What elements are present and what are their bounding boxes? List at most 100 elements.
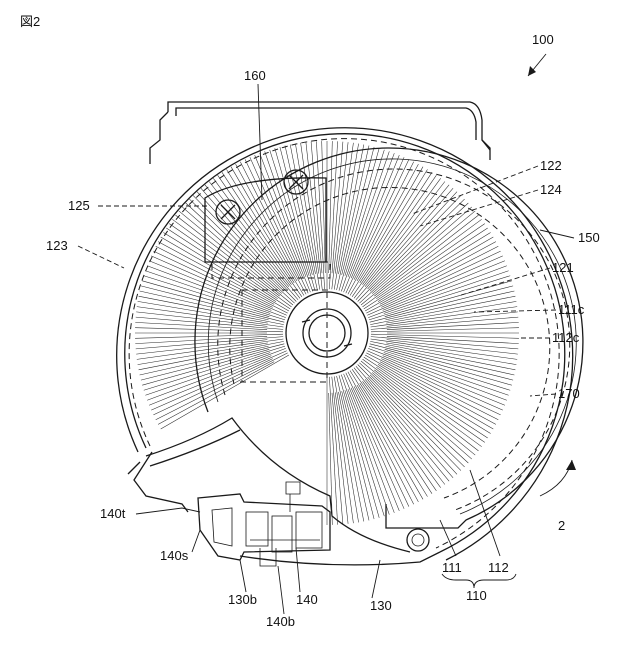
fin-line <box>363 178 441 284</box>
screw-left <box>216 200 240 224</box>
fin-line <box>142 281 269 317</box>
fin-line <box>363 359 482 447</box>
fin-line <box>352 175 436 297</box>
fin-line <box>136 337 284 349</box>
fin-line <box>218 175 302 297</box>
fin-line <box>339 145 364 275</box>
fin-line <box>371 334 519 338</box>
fin-line <box>387 322 519 329</box>
fin-line <box>386 346 515 375</box>
fin-line <box>339 392 364 522</box>
mounting-hole <box>407 529 429 551</box>
fin-line <box>359 363 468 463</box>
fin-line <box>329 141 333 273</box>
rotation-arrow <box>540 460 576 496</box>
fin-line <box>363 381 441 487</box>
ref-130: 130 <box>370 598 392 613</box>
fin-line <box>332 393 343 525</box>
ref-121: 121 <box>552 260 574 275</box>
fin-line <box>135 334 283 338</box>
ref-140s: 140s <box>160 548 189 563</box>
fin-line <box>386 301 516 323</box>
fin-line <box>386 343 516 365</box>
fin-line <box>345 390 384 516</box>
fin-line <box>144 346 285 390</box>
ref-111c: 111c <box>558 302 585 317</box>
ref-112: 112 <box>488 560 509 575</box>
fin-line <box>383 356 505 406</box>
ref-111: 111 <box>442 560 462 575</box>
fin-line <box>201 188 298 300</box>
fin-line <box>197 192 286 289</box>
ref-140: 140 <box>296 592 318 607</box>
fin-line <box>335 392 353 523</box>
ref-100: 100 <box>532 32 554 47</box>
fin-line <box>136 312 267 327</box>
fin-line <box>260 153 306 277</box>
fin-line <box>386 291 515 320</box>
fin-line <box>138 343 268 365</box>
fin-line <box>334 376 358 522</box>
fin-line <box>365 185 449 287</box>
fin-line <box>332 142 343 274</box>
fin-line <box>365 379 449 481</box>
fin-line <box>138 301 268 323</box>
fin-line <box>140 291 269 320</box>
fin-line <box>356 366 453 478</box>
ref-2: 2 <box>558 518 565 533</box>
fin-line <box>348 153 394 277</box>
fin-line <box>172 219 291 307</box>
fin-line <box>387 312 518 327</box>
leader-lines <box>78 84 574 614</box>
fin-line <box>342 391 374 519</box>
drive-housing-130 <box>146 418 440 565</box>
fin-line <box>141 344 284 380</box>
fin-line <box>387 340 518 355</box>
fin-line <box>149 261 271 311</box>
ref-112c: 112c <box>552 330 580 345</box>
ref-110: 110 <box>466 588 487 603</box>
fin-line <box>342 147 374 275</box>
fin-line <box>213 178 291 284</box>
fin-line <box>369 276 510 320</box>
ref-125: 125 <box>68 198 90 213</box>
fin-line <box>352 369 436 491</box>
ref-140b: 140b <box>266 614 295 629</box>
fin-line <box>357 385 423 499</box>
fin-line <box>372 207 472 294</box>
fin-line <box>322 141 326 273</box>
fin-line <box>381 359 500 415</box>
fin-line <box>136 340 267 355</box>
fin-line <box>369 346 510 390</box>
fin-line <box>182 207 282 294</box>
fin-line <box>176 215 280 296</box>
fin-line <box>149 356 271 406</box>
fin-line <box>371 328 519 332</box>
fin-line <box>151 351 287 410</box>
fin-line <box>387 336 519 343</box>
fin-line <box>334 144 358 290</box>
figure-title: 図2 <box>20 14 40 29</box>
ref-160: 160 <box>244 68 266 83</box>
ref-150: 150 <box>578 230 600 245</box>
fin-line <box>348 389 394 513</box>
fin-line <box>374 215 478 296</box>
fin-line <box>359 203 468 303</box>
fin-line <box>372 372 472 459</box>
fin-line <box>142 349 269 385</box>
fin-line <box>368 377 457 474</box>
rotor-hub <box>286 292 368 382</box>
fin-line <box>371 317 519 329</box>
fin-line <box>270 150 309 276</box>
fin-line <box>368 192 457 289</box>
ref-140t: 140t <box>100 506 126 521</box>
fin-line <box>153 359 272 415</box>
fin-line <box>381 251 500 307</box>
fin-line <box>335 143 353 274</box>
fin-line <box>385 349 512 385</box>
fin-line <box>371 337 519 349</box>
fin-line <box>135 322 267 329</box>
fin-line <box>383 261 505 311</box>
